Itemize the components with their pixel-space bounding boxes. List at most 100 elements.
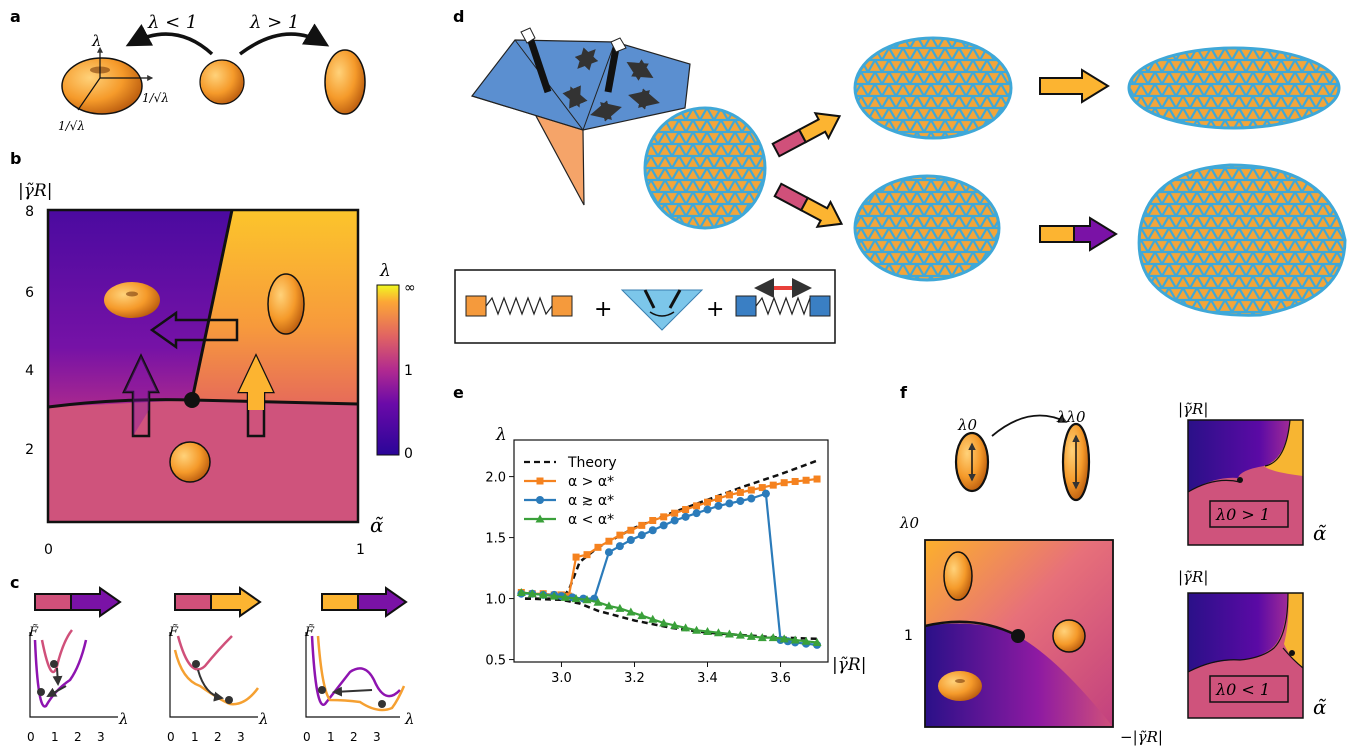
c3-xtick-3: 3 [373,730,381,744]
e-point-triangle [746,631,756,640]
e-legend-label: α ≳ α* [568,493,614,509]
b-frame [46,208,360,524]
e-ytick-label: 1.5 [485,532,506,547]
e-point-square [736,488,744,496]
e-point-circle [604,548,613,557]
e-point-triangle [812,637,822,646]
e-ytick-label: 2.0 [485,471,506,486]
e-point-circle [659,521,668,530]
e-point-triangle [516,587,526,596]
e-point-square [813,475,821,483]
b-colorbar-tick-inf: ∞ [404,280,416,296]
b-ylabel: |γ̃R| [18,181,52,201]
b-critical-point [184,392,200,408]
e-point-circle [615,542,624,551]
e-legend-label: Theory [567,455,617,471]
panel-f: f λ0 λλ0 λ0 1 −|γ̃R| |γ̃R| λ0 > 1 α̃ [899,383,1327,746]
e-ylabel: λ [495,425,507,445]
e-point-circle [736,496,745,505]
f-main-oblate [938,671,982,701]
b-arrow-up-orange-fill [239,356,273,410]
b-prolate-shape [267,273,305,335]
prolate-spheroid [324,49,366,115]
d-arrow-lower [773,182,844,229]
e-point-square [638,521,646,529]
e-point-square [682,506,690,514]
d-mesh-prolate-2 [1127,46,1341,130]
c3-xtick-2: 2 [350,730,358,744]
c3-xtick-0: 0 [303,730,311,744]
c1-xtick-1: 1 [51,730,59,744]
c3-xtick-1: 1 [327,730,335,744]
d-arrow-orange-purple [1039,216,1118,252]
e-point-square [704,498,712,506]
b-colorbar-tick-0: 0 [404,446,413,462]
panel-d-letter: d [453,7,464,26]
e-point-circle [747,494,756,503]
panel-c-letter: c [10,573,19,592]
f-inset2-xlabel: α̃ [1313,695,1327,719]
d-plus-1: + [594,297,612,322]
e-series-line [521,591,818,644]
f-inset2-ylabel: |γ̃R| [1178,568,1208,586]
e-plot-frame [513,439,829,663]
e-point-triangle [703,627,713,636]
f-inset2-box-text: λ0 < 1 [1215,680,1270,699]
e-point-circle [714,501,723,510]
b-colorbar-tick-1: 1 [404,363,413,379]
e-xtick-label: 3.0 [551,671,572,686]
axis-inv-label-left: 1/√λ [58,119,85,133]
e-point-triangle [790,635,800,644]
e-xtick-label: 3.4 [697,671,718,686]
f-inset1-xlabel: α̃ [1313,521,1327,545]
c-subplot-1: F̃ λ 0 1 2 3 [27,624,129,744]
b-ytick-2: 2 [25,442,34,458]
b-xtick-0: 0 [44,542,53,558]
e-point-triangle [535,514,545,523]
arrow-to-oblate [125,23,214,56]
c1-xtick-0: 0 [27,730,35,744]
b-boundary-vertical [190,209,234,401]
f-inset1-box [1209,500,1289,528]
e-point-square [649,517,657,525]
f-inset2-box [1209,675,1289,703]
e-point-triangle [768,633,778,642]
e-point-triangle [735,630,745,639]
e-point-square [758,484,766,492]
f-lambda-lambda0: λλ0 [1056,408,1086,426]
e-point-square [583,551,591,559]
b-ytick-4: 4 [25,363,34,379]
f-inset1-ylabel: |γ̃R| [1178,400,1208,418]
e-point-circle [692,509,701,518]
e-point-triangle [571,594,581,603]
panel-a: a λ 1/√λ 1/√λ λ < 1 λ > 1 [10,7,366,133]
f-inset1-box-text: λ0 > 1 [1215,505,1270,524]
d-bend-triangle [620,289,704,331]
c-arrow-orange-purple [321,586,408,618]
f-main-xlabel: −|γ̃R| [1120,728,1163,746]
panel-c: c F̃ λ 0 1 2 [10,573,415,744]
e-series [516,459,822,649]
e-point-square [791,477,799,485]
axis-inv-label-right: 1/√λ [142,91,169,105]
f-lambda0: λ0 [957,416,978,434]
e-ytick-label: 1.0 [485,593,506,608]
e-point-triangle [582,595,592,604]
f-main-critical-point [1011,629,1025,643]
e-point-triangle [779,634,789,643]
e-point-square [671,509,679,517]
e-point-square [780,479,788,487]
e-point-square [747,486,755,494]
e-series-line [524,597,818,641]
e-point-square [605,537,613,545]
f-inset1-purple [1188,420,1290,492]
e-point-circle [681,512,690,521]
d-mesh-oblate-1 [853,174,1001,282]
c-subplot-3: F̃ λ 0 1 2 3 [303,624,415,744]
e-point-square [693,502,701,510]
d-mesh-oblate-2 [1137,163,1347,317]
f-inset2-purple [1188,593,1288,672]
